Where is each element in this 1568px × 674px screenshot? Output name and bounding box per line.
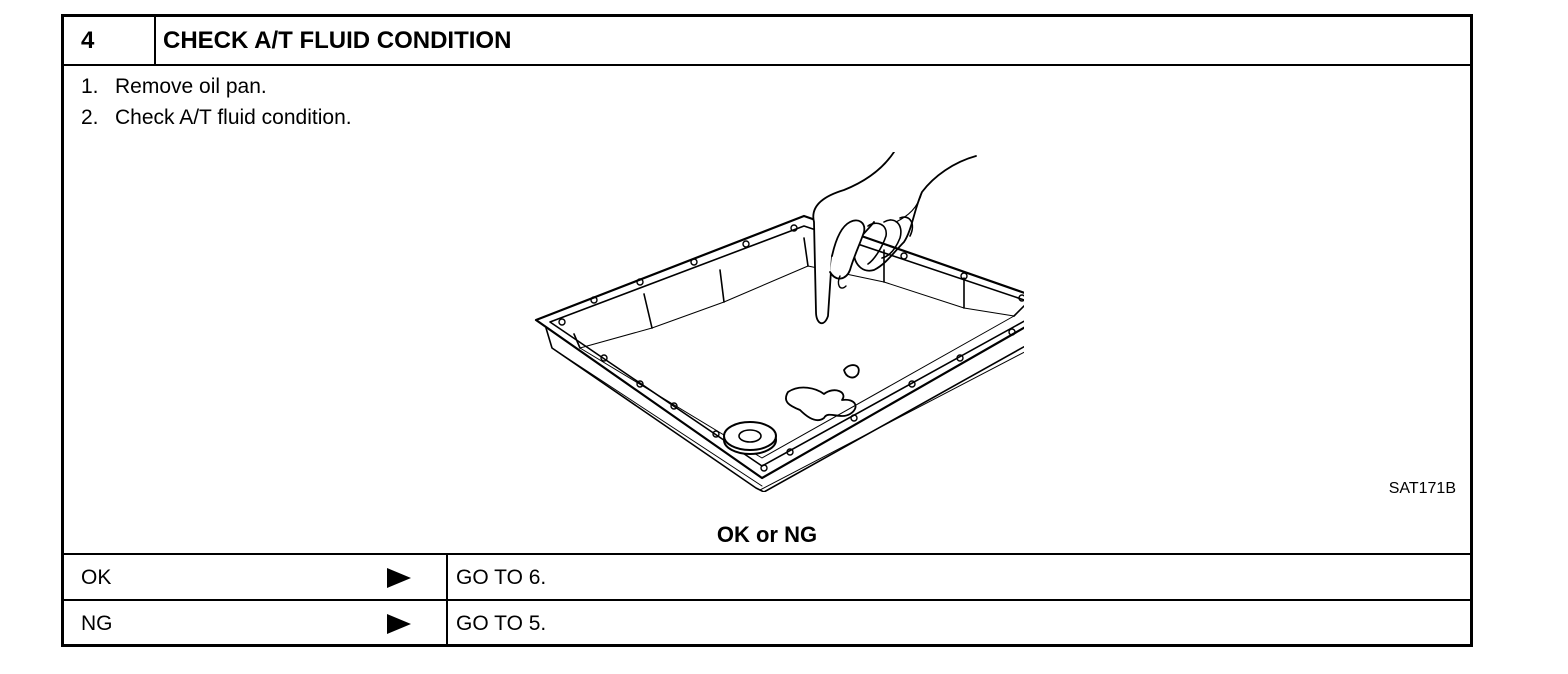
arrow-right-icon (387, 614, 411, 634)
arrow-right-icon (387, 568, 411, 588)
step-number: 4 (64, 17, 156, 64)
oil-pan-finger-illustration (534, 152, 1024, 492)
step-header: 4 CHECK A/T FLUID CONDITION (64, 17, 1470, 66)
procedure-table: 4 CHECK A/T FLUID CONDITION 1. Remove oil… (61, 14, 1473, 647)
instruction-item: 2. Check A/T fluid condition. (81, 106, 352, 130)
outcome-action: GO TO 6. (446, 555, 546, 599)
step-title: CHECK A/T FLUID CONDITION (163, 27, 512, 54)
instruction-text: Remove oil pan. (115, 75, 267, 98)
result-prompt: OK or NG (716, 522, 818, 547)
outcome-row-ng: NG GO TO 5. (64, 601, 1470, 644)
instruction-number: 1. (81, 75, 99, 98)
outcome-condition: NG (81, 612, 113, 635)
outcome-action: GO TO 5. (446, 601, 546, 644)
figure-code: SAT171B (1388, 480, 1456, 497)
outcome-condition: OK (81, 566, 112, 589)
instruction-text: Check A/T fluid condition. (115, 106, 352, 129)
outcome-row-ok: OK GO TO 6. (64, 555, 1470, 601)
step-body: 1. Remove oil pan. 2. Check A/T fluid cond… (64, 66, 1470, 555)
instruction-number: 2. (81, 106, 99, 129)
instruction-item: 1. Remove oil pan. (81, 75, 267, 99)
